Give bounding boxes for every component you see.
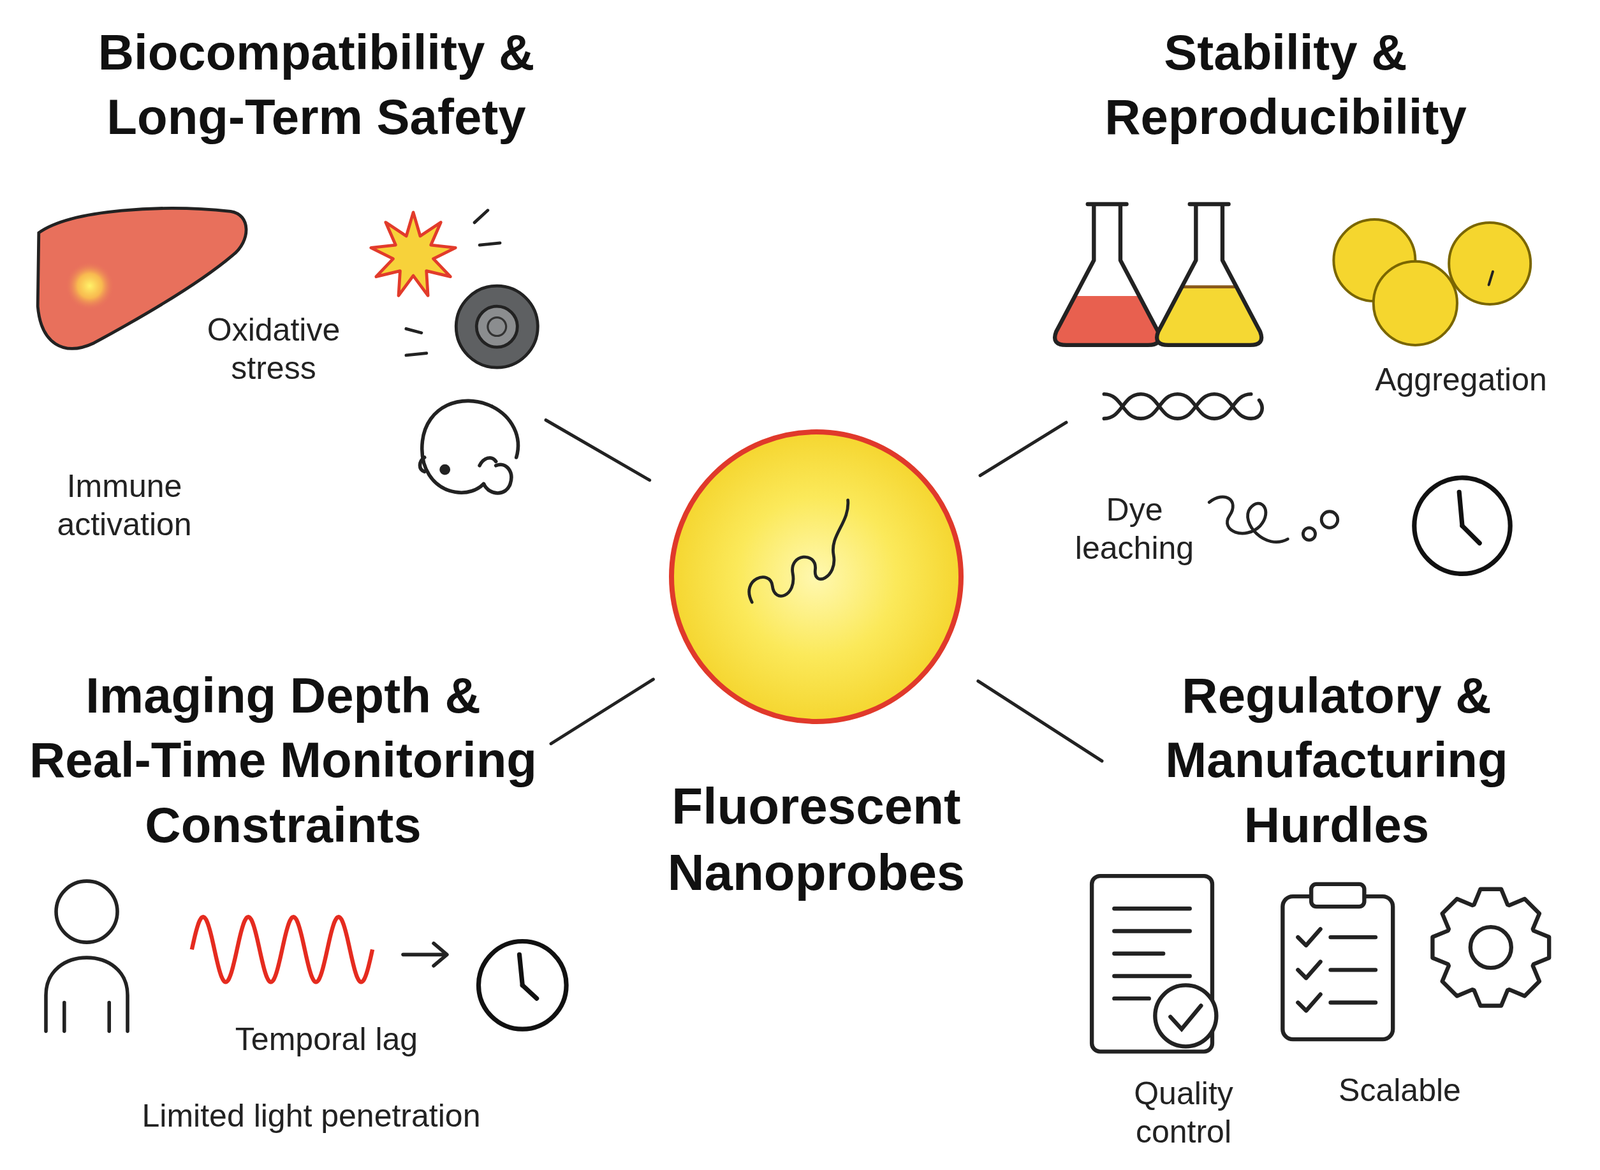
gear-icon xyxy=(1432,888,1549,1006)
clock-icon xyxy=(1414,477,1511,574)
category-heading: Biocompatibility & Long-Term Safety xyxy=(86,20,546,150)
category-heading: Stability & Reproducibility xyxy=(1066,20,1505,150)
leaching-squiggle xyxy=(1209,496,1338,543)
spoke-line xyxy=(550,679,654,744)
clipboard-icon xyxy=(1282,883,1393,1039)
dna-icon xyxy=(1103,394,1263,419)
spoke-line xyxy=(545,419,650,480)
category-panel: Imaging Depth & Real-Time Monitoring Con… xyxy=(15,663,551,1161)
callout-label: Aggregation xyxy=(1374,360,1548,399)
nanoprobe-circle xyxy=(671,431,962,722)
callout-label: Dye leaching xyxy=(1064,490,1205,567)
clock-icon xyxy=(478,941,567,1030)
spoke-line xyxy=(978,681,1102,761)
arrow-icon xyxy=(403,943,448,966)
nanoprobe-circle: Fluorescent Nanoprobes xyxy=(668,428,965,725)
category-heading: Imaging Depth & Real-Time Monitoring Con… xyxy=(22,663,544,858)
node-title: Fluorescent Nanoprobes xyxy=(593,772,1040,906)
category-panel: Stability & Reproducibility xyxy=(1066,6,1505,568)
fluorophore-strand xyxy=(749,499,849,602)
callout-label: Temporal lag xyxy=(235,1019,418,1058)
flask-red-icon xyxy=(1054,204,1160,345)
callout-label: Quality control xyxy=(1107,1073,1261,1151)
cell-icon xyxy=(455,285,538,368)
category-heading: Regulatory & Manufacturing Hurdles xyxy=(1101,663,1572,858)
callout-label: Oxidative stress xyxy=(190,310,357,388)
flask-yellow-icon xyxy=(1156,204,1262,345)
spoke-line xyxy=(980,422,1067,476)
aggregation-icon xyxy=(1333,219,1531,345)
callout-label: Immune activation xyxy=(41,466,208,544)
light-wave xyxy=(191,916,373,982)
document-icon xyxy=(1091,875,1217,1051)
person-icon xyxy=(45,880,128,1031)
callout-label: Scalable xyxy=(1338,1070,1461,1109)
immune-face-icon xyxy=(419,400,518,493)
callout-label: Limited light penetration xyxy=(142,1096,481,1135)
nanoprobe-shape xyxy=(668,428,965,725)
